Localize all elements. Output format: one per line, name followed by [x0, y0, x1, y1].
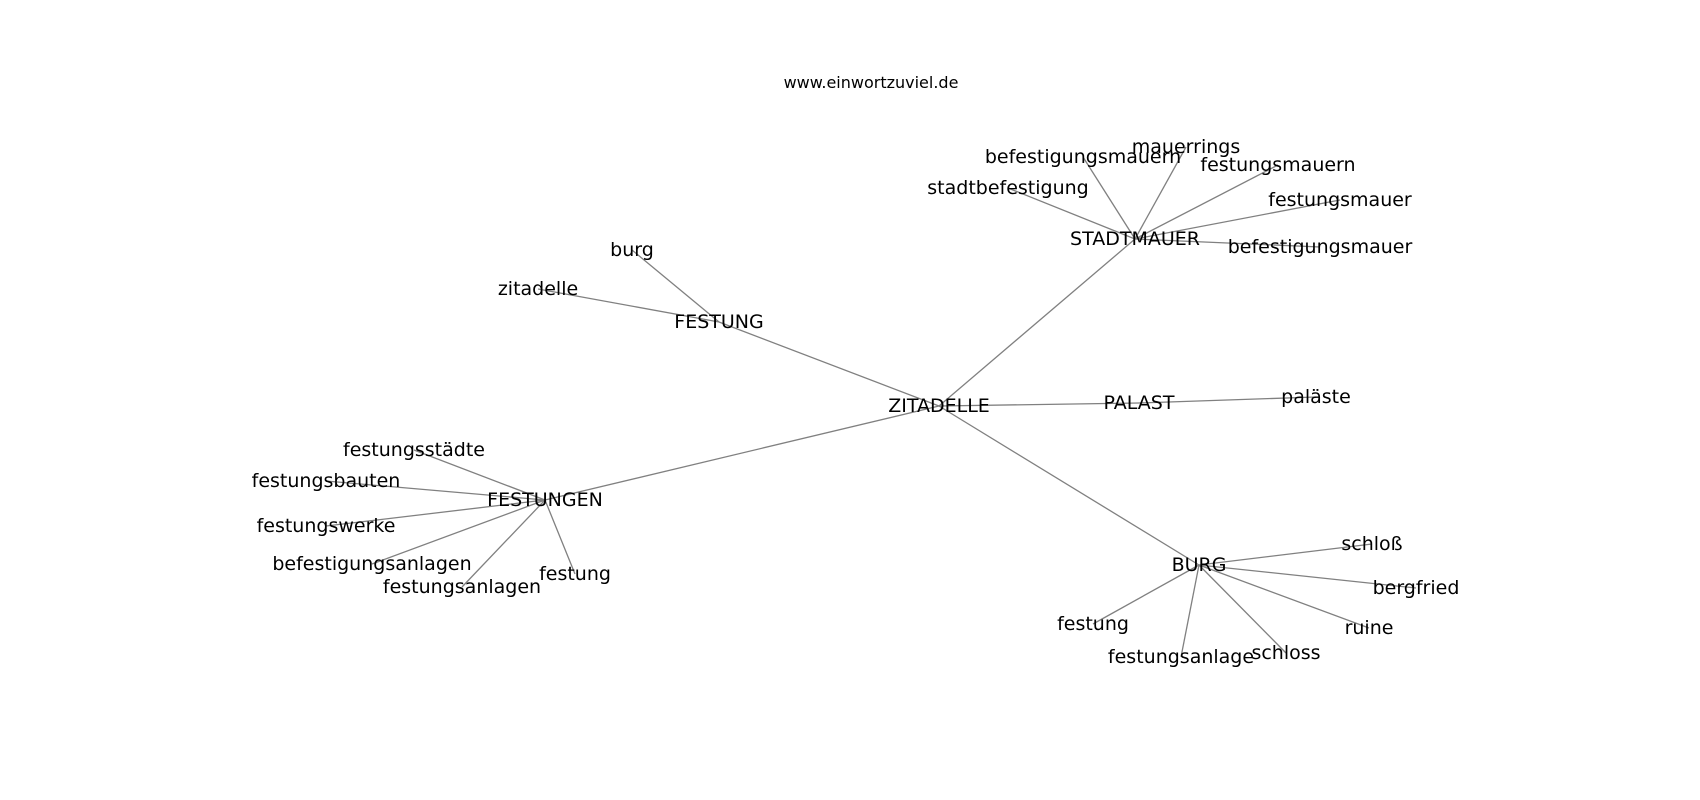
- node-label-festungen-hub: FESTUNGEN: [487, 489, 603, 511]
- node-label-stadtmauer-hub: STADTMAUER: [1070, 228, 1200, 250]
- node-label-palast-hub: PALAST: [1104, 392, 1175, 414]
- edge-festungen_hub-befestigungsanlagen: [371, 499, 546, 565]
- node-label-befestigungsanlagen: befestigungsanlagen: [272, 553, 471, 575]
- node-label-ruine: ruine: [1345, 617, 1394, 639]
- edge-stadtmauer_hub-befestigungsmauer: [1134, 238, 1321, 248]
- edge-stadtmauer_hub-festungsmauer: [1134, 199, 1341, 240]
- node-label-festungsstaedte: festungsstädte: [343, 439, 485, 461]
- node-label-burg-leaf: burg: [610, 239, 654, 261]
- nodes-layer: ZITADELLE FESTUNG STADTMAUER PALAST FESTUNGE…: [252, 136, 1460, 668]
- edge-stadtmauer_hub-mauerrings: [1134, 146, 1187, 240]
- node-label-festungsbauten: festungsbauten: [252, 470, 401, 492]
- node-label-stadtbefestigung: stadtbefestigung: [927, 177, 1088, 199]
- node-label-befestigungsmauern: befestigungsmauern: [985, 146, 1181, 168]
- edge-burg_hub-schloss_sz: [1198, 543, 1373, 566]
- edge-zitadelle_main-festungen_hub: [544, 405, 940, 501]
- node-label-palaeste: paläste: [1281, 386, 1351, 408]
- node-label-festungsanlage: festungsanlage: [1108, 646, 1254, 668]
- edge-stadtmauer_hub-festungsmauern: [1134, 164, 1279, 240]
- node-label-festungsmauer: festungsmauer: [1268, 189, 1412, 211]
- edge-zitadelle_main-burg_hub: [938, 405, 1200, 566]
- node-label-bergfried: bergfried: [1373, 577, 1460, 599]
- node-label-schloss-ss: schloss: [1251, 642, 1320, 664]
- node-label-befestigungsmauer: befestigungsmauer: [1228, 236, 1413, 258]
- edge-zitadelle_main-stadtmauer_hub: [938, 238, 1136, 407]
- edge-stadtmauer_hub-stadtbefestigung: [1007, 187, 1136, 240]
- edges-layer: [325, 146, 1417, 658]
- edge-burg_hub-festung_leaf_b: [1092, 564, 1200, 625]
- edge-burg_hub-ruine: [1198, 564, 1370, 629]
- node-label-festung-hub: FESTUNG: [674, 311, 763, 333]
- watermark-text: www.einwortzuviel.de: [784, 73, 959, 92]
- node-label-festungsmauern: festungsmauern: [1200, 154, 1355, 176]
- node-label-mauerrings: mauerrings: [1132, 136, 1240, 158]
- edge-burg_hub-festungsanlage: [1180, 564, 1200, 658]
- node-label-zitadelle-main: ZITADELLE: [888, 395, 990, 417]
- edge-burg_hub-bergfried: [1198, 564, 1417, 589]
- node-label-burg-hub: BURG: [1172, 554, 1227, 576]
- node-label-schloss-sz: schloß: [1341, 533, 1402, 555]
- edge-festungen_hub-festungsbauten: [325, 480, 546, 501]
- node-label-festung-leaf-b: festung: [1057, 613, 1129, 635]
- edge-festung_hub-burg_leaf: [631, 249, 720, 323]
- edge-festungen_hub-festungswerke: [325, 499, 546, 527]
- edge-festungen_hub-festung_leaf_a: [544, 499, 576, 575]
- node-label-zitadelle-leaf: zitadelle: [498, 278, 578, 300]
- node-label-festungsanlagen: festungsanlagen: [383, 576, 541, 598]
- edge-festungen_hub-festungsstaedte: [413, 449, 546, 501]
- edge-palast_hub-palaeste: [1138, 396, 1317, 404]
- edge-burg_hub-schloss_ss: [1198, 564, 1287, 654]
- edge-zitadelle_main-palast_hub: [938, 402, 1140, 407]
- node-label-festung-leaf-a: festung: [539, 563, 611, 585]
- edge-stadtmauer_hub-befestigungsmauern: [1082, 156, 1136, 240]
- edge-festung_hub-zitadelle_leaf: [537, 288, 720, 323]
- edge-festungen_hub-festungsanlagen: [461, 499, 546, 588]
- edge-zitadelle_main-festung_hub: [718, 321, 940, 407]
- node-label-festungswerke: festungswerke: [257, 515, 396, 537]
